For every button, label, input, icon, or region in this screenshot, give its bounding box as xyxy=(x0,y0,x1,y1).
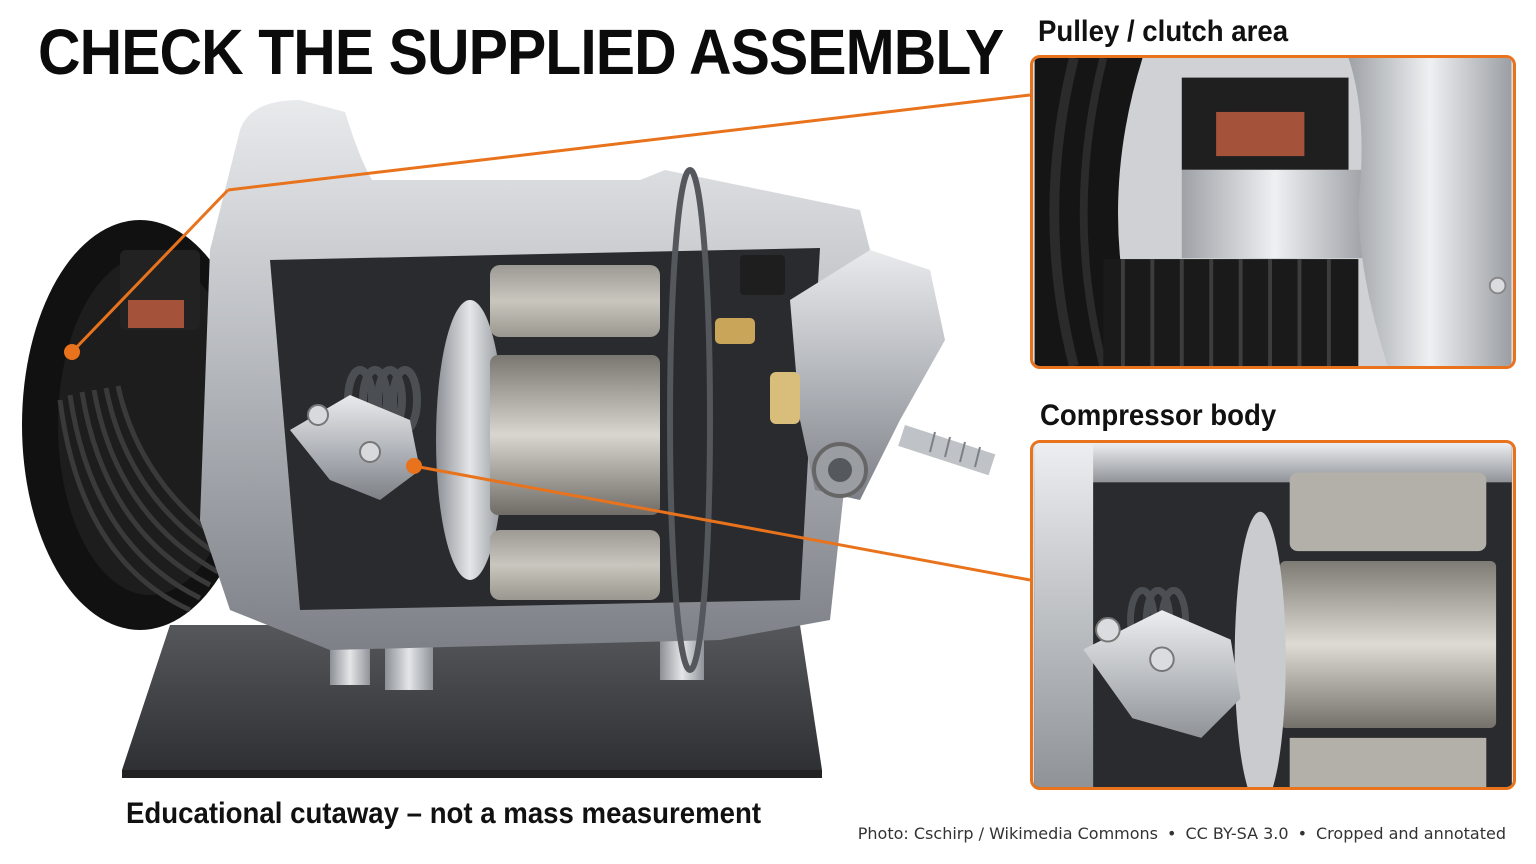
photo-credit: Photo: Cschirp / Wikimedia Commons•CC BY… xyxy=(857,824,1506,843)
inset-body xyxy=(1030,440,1516,790)
pulley xyxy=(22,220,258,630)
callout-dot-body xyxy=(406,458,422,474)
inset-pulley xyxy=(1030,55,1516,369)
rear-manifold xyxy=(715,250,996,500)
credit-note: Cropped and annotated xyxy=(1316,824,1506,843)
callout-dot-pulley xyxy=(64,344,80,360)
body-closeup-image xyxy=(1034,443,1512,787)
panel-label-pulley: Pulley / clutch area xyxy=(1038,15,1289,48)
panel-label-body: Compressor body xyxy=(1040,399,1277,432)
callout-lines xyxy=(70,93,1031,582)
pulley-closeup-image xyxy=(1034,58,1512,366)
compressor-housing xyxy=(200,100,870,673)
headline: CHECK THE SUPPLIED ASSEMBLY xyxy=(38,16,1004,88)
caption: Educational cutaway – not a mass measure… xyxy=(126,797,762,830)
base-plate xyxy=(122,625,822,770)
credit-license: CC BY-SA 3.0 xyxy=(1185,824,1289,843)
credit-source: Photo: Cschirp / Wikimedia Commons xyxy=(857,824,1159,843)
